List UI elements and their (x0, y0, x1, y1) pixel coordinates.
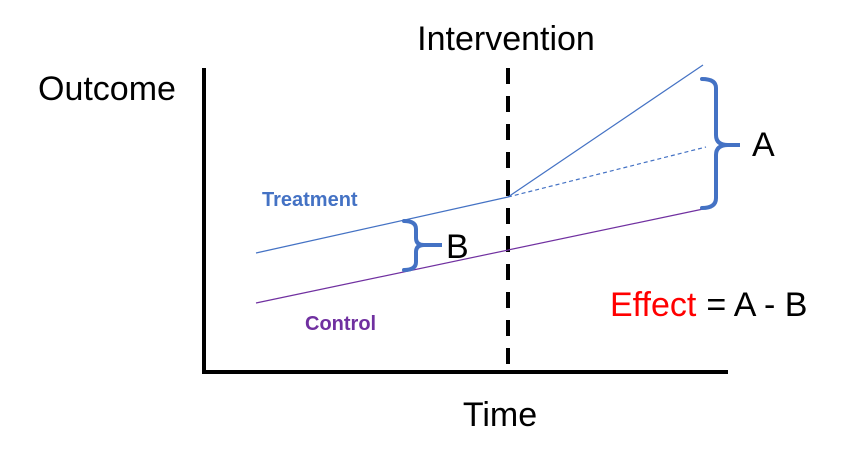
effect-equation: Effect= A - B (610, 286, 807, 324)
y-axis-label: Outcome (38, 70, 176, 108)
bracket-b (402, 219, 425, 272)
control-line (255, 207, 709, 304)
treatment-line-pre (255, 196, 509, 254)
treatment-counterfactual-line (507, 146, 707, 198)
treatment-line-post (507, 64, 704, 198)
bracket-a-label: A (752, 126, 775, 164)
x-axis-label: Time (463, 396, 537, 434)
control-label: Control (305, 313, 376, 335)
effect-word: Effect (610, 286, 697, 324)
effect-formula: = A - B (706, 286, 807, 324)
treatment-label: Treatment (262, 189, 358, 211)
intervention-label: Intervention (417, 20, 595, 58)
bracket-a (700, 77, 729, 210)
bracket-b-label: B (446, 228, 469, 266)
